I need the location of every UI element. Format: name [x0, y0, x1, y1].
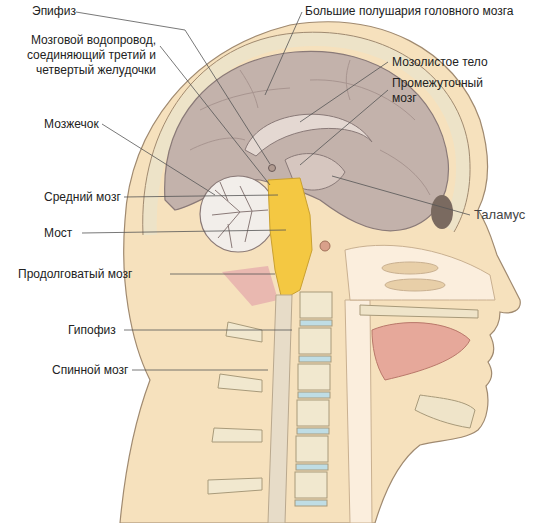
part-label: Эпифиз — [32, 4, 76, 19]
medulla-pink — [222, 266, 278, 306]
turbinate — [385, 279, 445, 291]
brainstem — [268, 178, 312, 300]
frontal-sinus — [431, 195, 453, 229]
cerebellum — [200, 176, 276, 252]
pituitary — [320, 241, 330, 251]
turbinate — [382, 262, 438, 274]
corpus-callosum — [245, 114, 372, 156]
part-label: Мозговой водопровод, соединяющий третий … — [4, 33, 156, 78]
spinal-cord — [268, 295, 292, 523]
part-label: Продолговатый мозг — [18, 267, 132, 282]
part-label: Мост — [44, 226, 72, 241]
part-label: Таламус — [474, 207, 525, 222]
part-label: Мозолистое тело — [392, 55, 488, 70]
airway — [345, 300, 372, 523]
part-label: Средний мозг — [44, 190, 121, 205]
tongue — [372, 323, 470, 380]
jaw-bone — [415, 395, 475, 428]
part-label: Мозжечок — [44, 117, 99, 132]
nasal-cavity — [345, 245, 495, 300]
part-label: Большие полушария головного мозга — [305, 4, 514, 19]
part-label: Гипофиз — [68, 323, 116, 338]
arbor-vitae — [212, 182, 268, 248]
head-outline — [120, 22, 520, 523]
part-label: Промежуточный мозг — [392, 76, 484, 106]
palate — [360, 305, 478, 318]
vertebrae — [208, 292, 332, 506]
pineal — [269, 165, 276, 172]
part-label: Спинной мозг — [52, 363, 129, 378]
